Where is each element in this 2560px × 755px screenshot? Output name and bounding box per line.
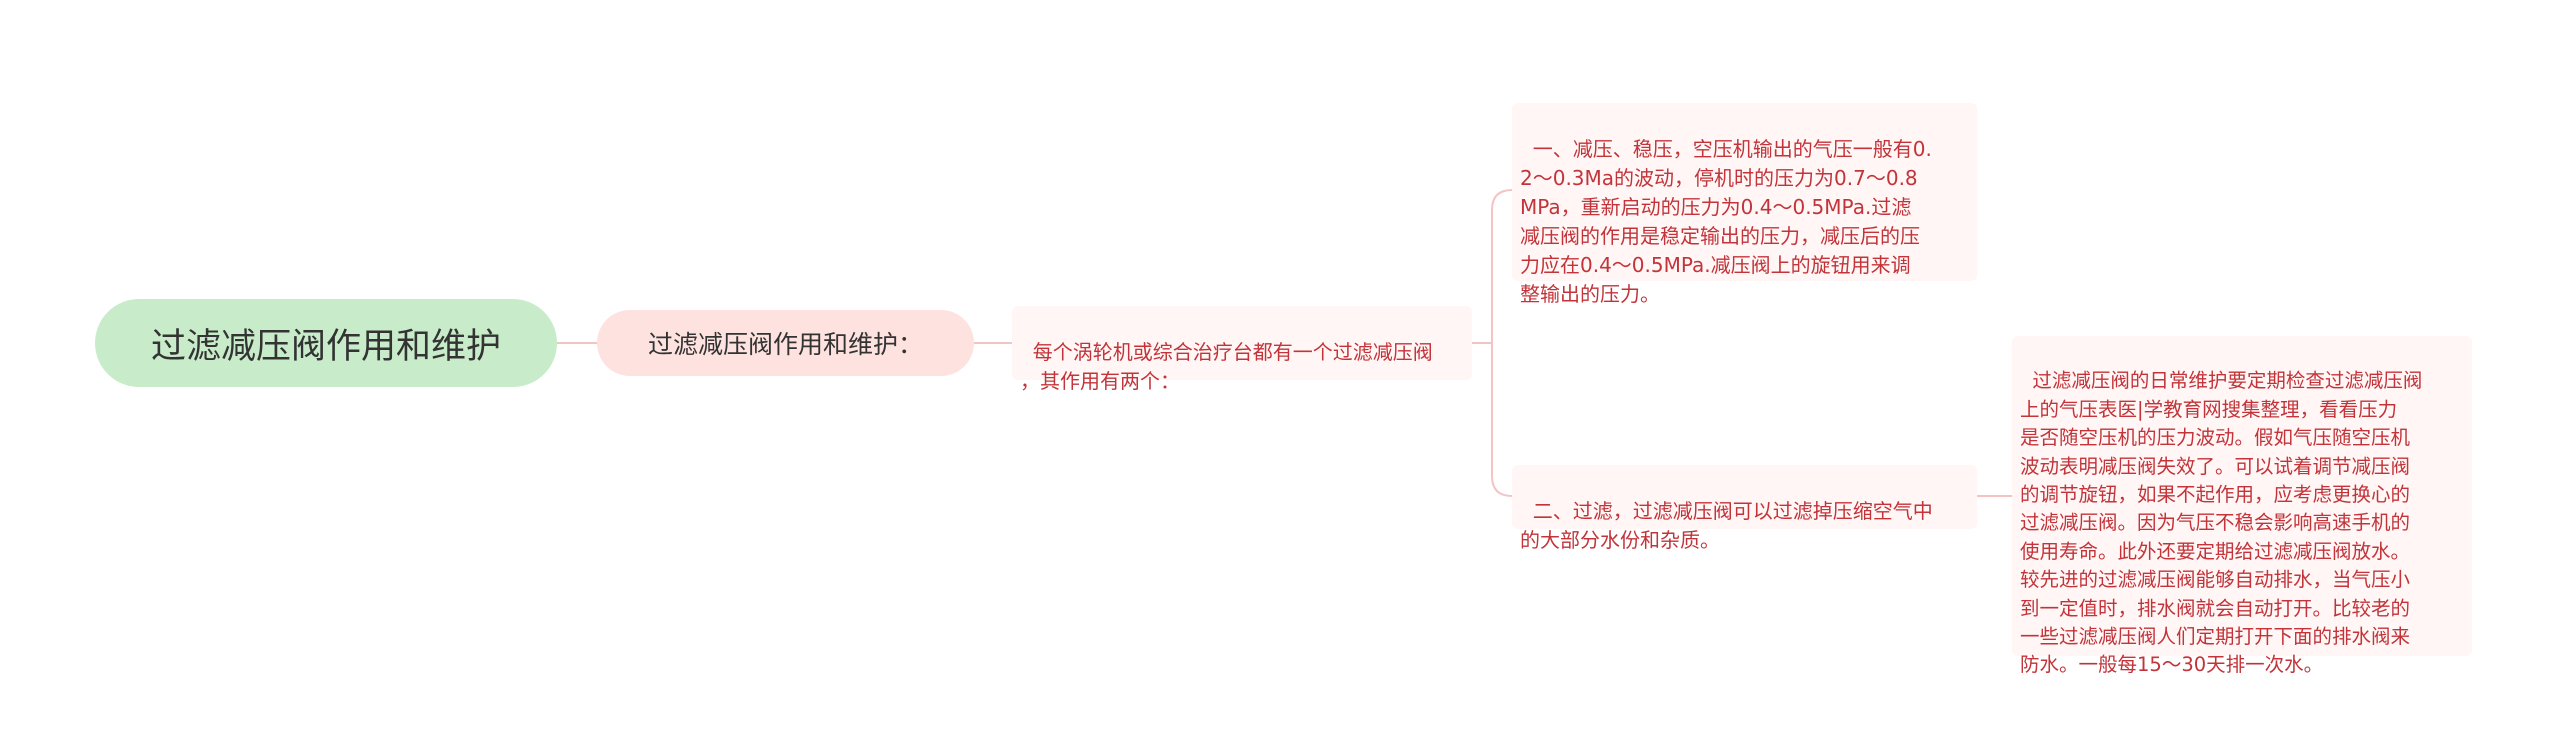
- root-node[interactable]: 过滤减压阀作用和维护: [95, 299, 557, 387]
- item-node-filtering[interactable]: 二、过滤，过滤减压阀可以过滤掉压缩空气中 的大部分水份和杂质。: [1512, 465, 1977, 552]
- detail-node-text: 过滤减压阀的日常维护要定期检查过滤减压阀 上的气压表医|学教育网搜集整理，看看压…: [2020, 369, 2423, 677]
- subtopic-node[interactable]: 每个涡轮机或综合治疗台都有一个过滤减压阀 ，其作用有两个：: [1012, 306, 1472, 393]
- item-node-text: 二、过滤，过滤减压阀可以过滤掉压缩空气中 的大部分水份和杂质。: [1520, 499, 1933, 552]
- detail-node-maintenance[interactable]: 过滤减压阀的日常维护要定期检查过滤减压阀 上的气压表医|学教育网搜集整理，看看压…: [2012, 336, 2472, 676]
- item-node-text: 一、减压、稳压，空压机输出的气压一般有0. 2～0.3Ma的波动，停机时的压力为…: [1520, 137, 1932, 306]
- subtopic-node-text: 每个涡轮机或综合治疗台都有一个过滤减压阀 ，其作用有两个：: [1020, 340, 1433, 393]
- item-node-pressure-reduction[interactable]: 一、减压、稳压，空压机输出的气压一般有0. 2～0.3Ma的波动，停机时的压力为…: [1512, 103, 1977, 306]
- connector-level2-to-items: [1472, 189, 1513, 497]
- root-node-label: 过滤减压阀作用和维护: [150, 326, 501, 367]
- topic-node-label: 过滤减压阀作用和维护：: [647, 330, 923, 359]
- topic-node[interactable]: 过滤减压阀作用和维护：: [597, 310, 974, 376]
